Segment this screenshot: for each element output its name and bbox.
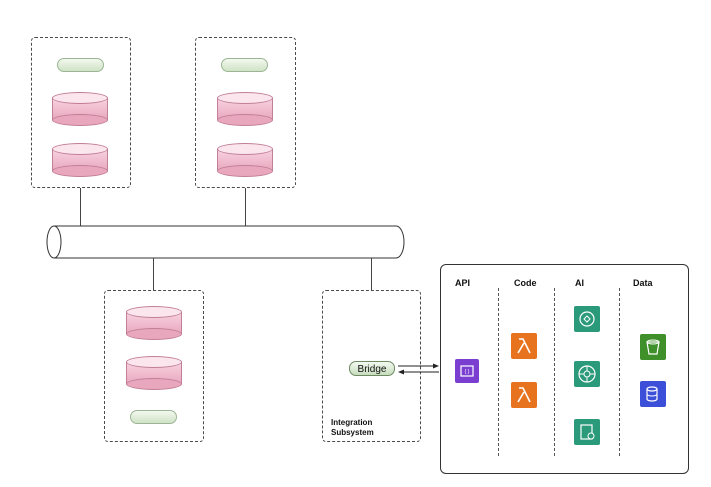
- svg-text:{ }: { }: [465, 369, 470, 375]
- connector-line: [371, 258, 372, 290]
- column-title-data: Data: [633, 278, 653, 288]
- node-box-bottom-left: [104, 290, 204, 442]
- database-cylinder: [217, 143, 273, 177]
- column-separator: [554, 288, 555, 456]
- lambda-icon: [511, 382, 537, 408]
- column-separator: [619, 288, 620, 456]
- connector-line: [153, 258, 154, 291]
- connector-line: [80, 188, 81, 226]
- node-box-top-left: [31, 37, 131, 188]
- database-cylinder: [126, 306, 182, 340]
- api-gateway-icon: { }: [455, 359, 479, 383]
- database-cylinder: [52, 143, 108, 177]
- node-label-pill: [130, 410, 177, 424]
- database-icon: [640, 381, 666, 407]
- lambda-icon: [511, 333, 537, 359]
- database-cylinder: [126, 356, 182, 390]
- node-label-pill: [57, 58, 104, 72]
- ai-service-icon: [574, 306, 600, 332]
- column-title-api: API: [455, 278, 471, 288]
- database-cylinder: [217, 92, 273, 126]
- bidirectional-arrow: [398, 363, 439, 375]
- subsystem-label-line2: Subsystem: [331, 428, 374, 437]
- ai-service-icon: [574, 361, 600, 387]
- bridge-component: Bridge: [349, 361, 395, 376]
- database-cylinder: [52, 92, 108, 126]
- column-title-ai: AI: [575, 278, 584, 288]
- connector-line: [245, 188, 246, 226]
- node-label-pill: [221, 58, 268, 72]
- subsystem-label-line1: Integration: [331, 418, 373, 427]
- column-title-code: Code: [514, 278, 537, 288]
- cloud-services-panel: [440, 264, 689, 474]
- node-box-top-right: [195, 37, 296, 188]
- ai-service-icon: [574, 419, 600, 445]
- column-separator: [498, 288, 499, 456]
- integration-subsystem-label: Integration Subsystem: [331, 418, 374, 438]
- storage-bucket-icon: [640, 334, 666, 360]
- message-bus-pipe: [46, 225, 405, 259]
